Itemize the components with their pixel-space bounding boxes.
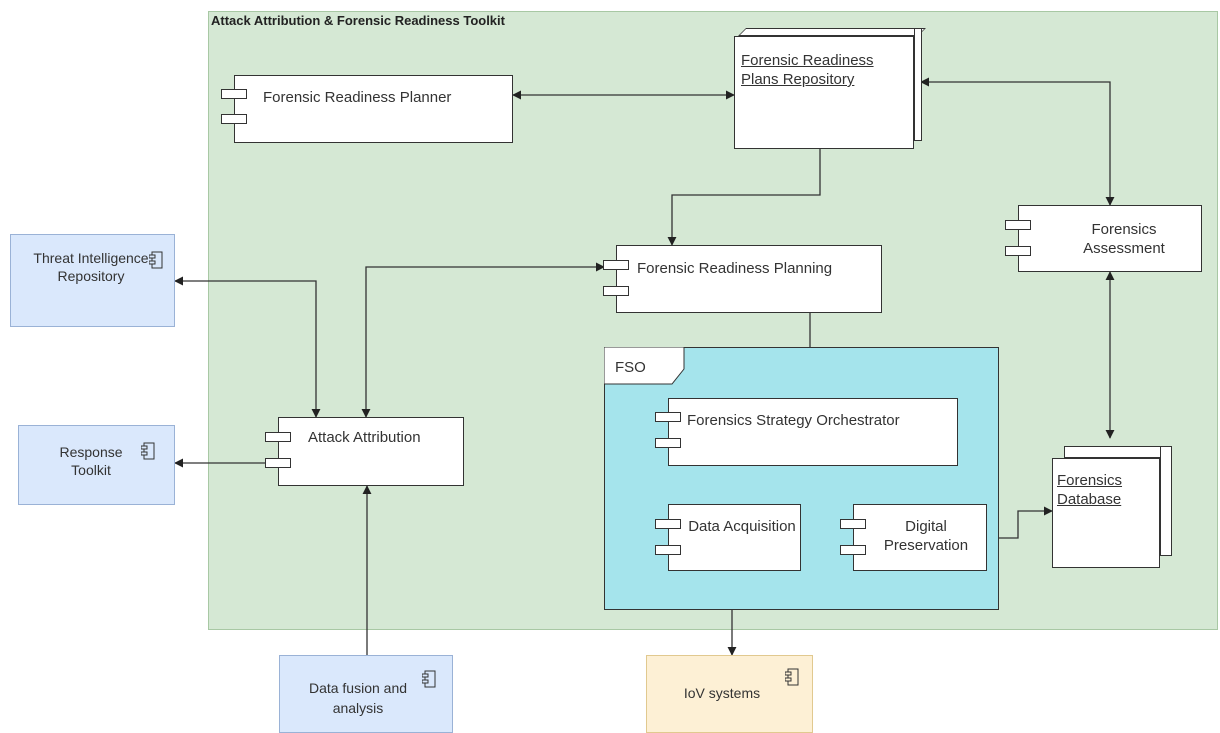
response-toolkit[interactable]: Response Toolkit <box>18 425 175 505</box>
response-label: Response Toolkit <box>59 444 123 478</box>
iov-label: IoV systems <box>683 685 761 701</box>
database-label: Forensics Database <box>1057 472 1123 508</box>
orchestrator-label: Forensics Strategy Orchestrator <box>687 412 900 429</box>
component-port-icon <box>1005 246 1031 256</box>
preservation-label: Digital Preservation <box>883 518 969 554</box>
edge-repo-assessment <box>920 77 1115 206</box>
data-fusion-label: Data fusion and analysis <box>308 680 408 716</box>
threat-intelligence-repository[interactable]: Threat Intelligence Repository <box>10 234 175 327</box>
acquisition-label: Data Acquisition <box>688 518 796 535</box>
component-port-icon <box>603 286 629 296</box>
forensics-strategy-orchestrator[interactable]: Forensics Strategy Orchestrator <box>655 398 958 466</box>
component-port-icon <box>655 412 681 422</box>
fso-tab <box>604 347 685 385</box>
toolkit-title: Attack Attribution & Forensic Readiness … <box>211 13 505 28</box>
component-port-icon <box>221 114 247 124</box>
attribution-label: Attack Attribution <box>308 429 421 446</box>
component-port-icon <box>603 260 629 270</box>
component-port-icon <box>655 545 681 555</box>
assessment-label: Forensics Assessment <box>1083 221 1165 257</box>
iov-systems[interactable]: IoV systems <box>646 655 813 733</box>
planning-label: Forensic Readiness Planning <box>637 260 833 277</box>
plans-repo-label: Forensic Readiness Plans Repository <box>741 52 874 88</box>
edge-repo-planning <box>667 148 821 246</box>
component-port-icon <box>655 519 681 529</box>
component-port-icon <box>1005 220 1031 230</box>
data-fusion-and-analysis[interactable]: Data fusion and analysis <box>279 655 453 733</box>
component-port-icon <box>655 438 681 448</box>
attack-attribution[interactable]: Attack Attribution <box>265 417 464 486</box>
forensics-database-node[interactable]: Forensics Database <box>1052 446 1172 568</box>
component-port-icon <box>265 458 291 468</box>
edge-planning-attribution <box>361 262 605 418</box>
component-port-icon <box>840 519 866 529</box>
digital-preservation[interactable]: Digital Preservation <box>840 504 987 571</box>
edge-threat-attribution <box>174 276 321 418</box>
fso-label: FSO <box>615 359 646 376</box>
threat-intel-label: Threat Intelligence Repository <box>33 250 149 284</box>
node-front-face: Forensics Database <box>1052 458 1160 568</box>
forensics-assessment[interactable]: Forensics Assessment <box>1005 205 1202 272</box>
node-top-face <box>1064 446 1172 458</box>
component-port-icon <box>221 89 247 99</box>
forensic-readiness-planner[interactable]: Forensic Readiness Planner <box>221 75 513 143</box>
data-acquisition[interactable]: Data Acquisition <box>655 504 801 571</box>
plans-repository-node[interactable]: Forensic Readiness Plans Repository <box>734 28 926 149</box>
edge-preservation-database <box>987 506 1053 539</box>
component-port-icon <box>840 545 866 555</box>
node-side-face <box>1160 446 1172 556</box>
node-front-face: Forensic Readiness Plans Repository <box>734 36 914 149</box>
node-top-face <box>738 28 926 36</box>
planner-label: Forensic Readiness Planner <box>263 89 452 106</box>
component-port-icon <box>265 432 291 442</box>
component-icon <box>149 251 163 269</box>
component-icon <box>785 668 799 686</box>
component-icon <box>422 670 436 688</box>
component-icon <box>141 442 155 460</box>
node-side-face <box>914 28 922 141</box>
forensic-readiness-planning[interactable]: Forensic Readiness Planning <box>603 245 882 313</box>
